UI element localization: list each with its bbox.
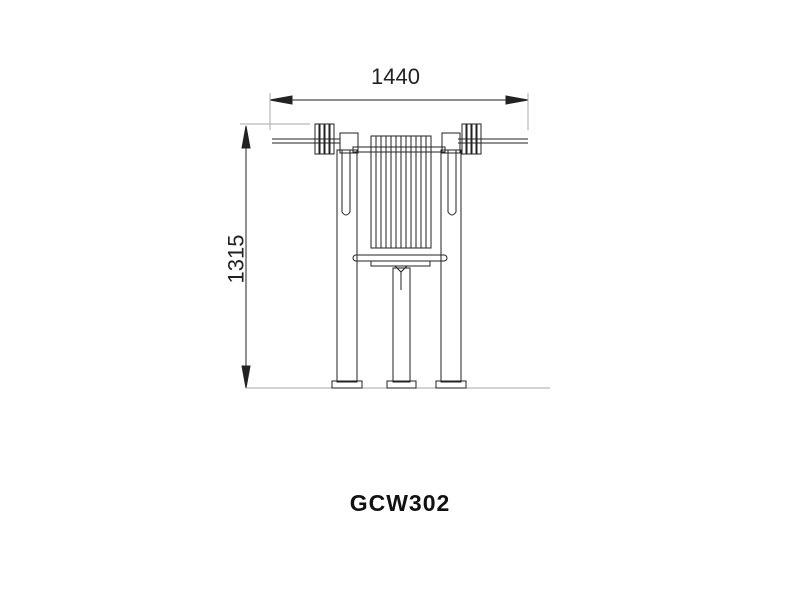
height-dimension-line <box>240 123 310 389</box>
width-dimension-label: 1440 <box>371 64 420 89</box>
width-dimension-line <box>269 93 529 130</box>
height-dimension-label: 1315 <box>223 234 249 284</box>
model-title: GCW302 <box>349 490 451 516</box>
machine-frame <box>272 123 528 389</box>
